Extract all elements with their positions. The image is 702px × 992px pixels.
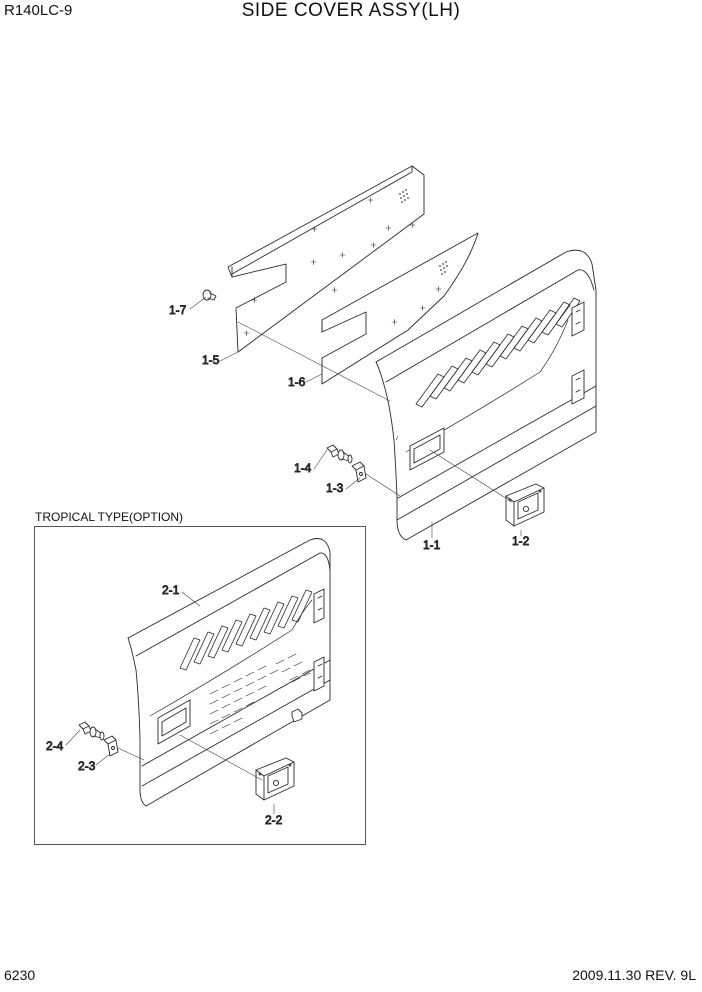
revision-date: 2009.11.30 REV. 9L [572,967,696,983]
model-code: R140LC-9 [4,2,73,19]
insulation-pad-1-5 [227,165,425,353]
label-2-1: 2-1 [162,583,180,597]
side-cover-1-1 [375,249,597,541]
clip-1-7 [202,289,217,301]
leader-lines-top [189,296,522,539]
leader-lines-option [65,591,275,815]
label-1-2: 1-2 [512,534,530,548]
insulation-pad-1-6 [321,232,479,385]
bolt-1-4 [326,444,353,464]
label-1-6: 1-6 [288,375,306,389]
side-cover-2-1 [127,538,331,807]
option-box-label: TROPICAL TYPE(OPTION) [35,510,184,524]
latch-2-2 [255,757,295,801]
label-1-5: 1-5 [202,353,220,367]
label-1-7: 1-7 [169,303,187,317]
tropical-option-frame [34,526,366,845]
label-1-1: 1-1 [423,538,441,552]
label-1-3: 1-3 [326,481,344,495]
bracket-1-3 [351,461,367,483]
bolt-2-4 [78,721,105,741]
page-number: 6230 [4,967,36,983]
bracket-2-3 [103,735,119,757]
label-2-4: 2-4 [46,739,64,753]
page-title: SIDE COVER ASSY(LH) [241,0,461,21]
latch-1-2 [505,483,545,527]
label-2-2: 2-2 [265,813,283,827]
label-1-4: 1-4 [294,461,312,475]
label-2-3: 2-3 [78,759,96,773]
